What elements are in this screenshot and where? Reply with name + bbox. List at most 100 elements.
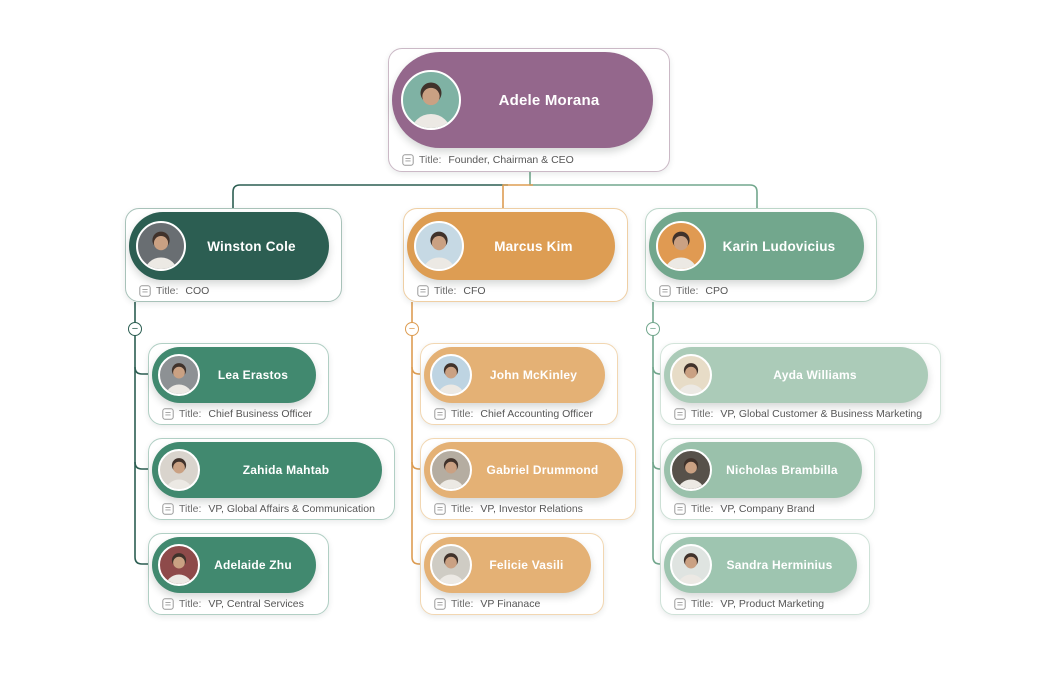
node-header: Adele Morana bbox=[392, 52, 653, 148]
title-value: VP, Central Services bbox=[208, 597, 304, 610]
connector-cfo-child-2 bbox=[411, 461, 420, 470]
title-label: Title: bbox=[691, 502, 714, 515]
connector-cfo-subtree bbox=[411, 302, 420, 565]
avatar bbox=[670, 449, 712, 491]
connector-cpo-subtree bbox=[652, 302, 661, 565]
org-node-ayda-williams[interactable]: Ayda Williams Title: VP, Global Customer… bbox=[660, 343, 941, 425]
avatar bbox=[158, 354, 200, 396]
title-label: Title: bbox=[179, 597, 202, 610]
org-node-sandra-herminius[interactable]: Sandra Herminius Title: VP, Product Mark… bbox=[660, 533, 870, 615]
avatar bbox=[414, 221, 464, 271]
collapse-toggle-cpo[interactable]: − bbox=[646, 322, 660, 336]
org-node-ceo[interactable]: Adele Morana Title: Founder, Chairman & … bbox=[388, 48, 670, 172]
node-footer: Title: VP, Central Services bbox=[149, 593, 328, 614]
org-node-felicie-vasili[interactable]: Felicie Vasili Title: VP Finanace bbox=[420, 533, 604, 615]
node-footer: Title: Founder, Chairman & CEO bbox=[389, 148, 669, 171]
collapse-toggle-coo[interactable]: − bbox=[128, 322, 142, 336]
connector-coo-child-1 bbox=[134, 366, 148, 375]
person-name: Gabriel Drummond bbox=[486, 463, 599, 477]
connector-cpo-child-2 bbox=[652, 461, 661, 470]
connector-root-to-cfo bbox=[502, 184, 533, 208]
org-node-gabriel-drummond[interactable]: Gabriel Drummond Title: VP, Investor Rel… bbox=[420, 438, 636, 520]
person-name: Sandra Herminius bbox=[726, 558, 833, 572]
node-header: Felicie Vasili bbox=[424, 537, 591, 593]
org-node-cfo[interactable]: Marcus Kim Title: CFO bbox=[403, 208, 628, 302]
title-badge-icon bbox=[417, 285, 429, 297]
node-footer: Title: Chief Business Officer bbox=[149, 403, 328, 424]
node-header: Adelaide Zhu bbox=[152, 537, 316, 593]
org-node-cpo[interactable]: Karin Ludovicius Title: CPO bbox=[645, 208, 877, 302]
avatar bbox=[158, 449, 200, 491]
node-footer: Title: CFO bbox=[404, 280, 627, 301]
title-badge-icon bbox=[674, 598, 686, 610]
title-label: Title: bbox=[451, 597, 474, 610]
title-value: Chief Business Officer bbox=[208, 407, 313, 420]
title-label: Title: bbox=[676, 284, 699, 297]
title-label: Title: bbox=[691, 407, 714, 420]
node-footer: Title: COO bbox=[126, 280, 341, 301]
node-footer: Title: VP, Global Affairs & Communicatio… bbox=[149, 498, 394, 519]
person-name: Adelaide Zhu bbox=[214, 558, 292, 572]
node-header: Ayda Williams bbox=[664, 347, 928, 403]
title-value: VP, Product Marketing bbox=[720, 597, 825, 610]
org-node-coo[interactable]: Winston Cole Title: COO bbox=[125, 208, 342, 302]
org-node-nicholas-brambilla[interactable]: Nicholas Brambilla Title: VP, Company Br… bbox=[660, 438, 875, 520]
avatar bbox=[401, 70, 461, 130]
title-value: CFO bbox=[463, 284, 486, 297]
node-footer: Title: VP, Product Marketing bbox=[661, 593, 869, 614]
connector-coo-child-2 bbox=[134, 461, 148, 470]
avatar bbox=[430, 354, 472, 396]
title-label: Title: bbox=[156, 284, 179, 297]
title-badge-icon bbox=[402, 154, 414, 166]
node-footer: Title: Chief Accounting Officer bbox=[421, 403, 617, 424]
title-badge-icon bbox=[162, 503, 174, 515]
title-label: Title: bbox=[434, 284, 457, 297]
avatar bbox=[158, 544, 200, 586]
node-footer: Title: CPO bbox=[646, 280, 876, 301]
person-name: Adele Morana bbox=[498, 91, 600, 109]
org-node-zahida-mahtab[interactable]: Zahida Mahtab Title: VP, Global Affairs … bbox=[148, 438, 395, 520]
org-node-john-mckinley[interactable]: John McKinley Title: Chief Accounting Of… bbox=[420, 343, 618, 425]
avatar bbox=[670, 354, 712, 396]
node-footer: Title: VP, Global Customer & Business Ma… bbox=[661, 403, 940, 424]
node-header: John McKinley bbox=[424, 347, 605, 403]
avatar bbox=[656, 221, 706, 271]
avatar bbox=[430, 544, 472, 586]
node-header: Karin Ludovicius bbox=[649, 212, 864, 280]
person-name: Winston Cole bbox=[207, 238, 296, 254]
connector-root-to-cpo bbox=[529, 172, 758, 208]
title-badge-icon bbox=[434, 503, 446, 515]
connector-coo-subtree bbox=[134, 302, 148, 565]
title-value: VP Finanace bbox=[480, 597, 541, 610]
title-badge-icon bbox=[162, 408, 174, 420]
person-name: Lea Erastos bbox=[217, 368, 289, 382]
avatar bbox=[136, 221, 186, 271]
title-value: VP, Global Customer & Business Marketing bbox=[720, 407, 923, 420]
title-value: Chief Accounting Officer bbox=[480, 407, 593, 420]
org-node-adelaide-zhu[interactable]: Adelaide Zhu Title: VP, Central Services bbox=[148, 533, 329, 615]
person-name: John McKinley bbox=[489, 368, 578, 382]
collapse-toggle-cfo[interactable]: − bbox=[405, 322, 419, 336]
title-label: Title: bbox=[179, 502, 202, 515]
connector-cfo-child-1 bbox=[411, 366, 420, 375]
node-header: Zahida Mahtab bbox=[152, 442, 382, 498]
node-header: Winston Cole bbox=[129, 212, 329, 280]
person-name: Ayda Williams bbox=[773, 368, 857, 382]
title-badge-icon bbox=[139, 285, 151, 297]
person-name: Felicie Vasili bbox=[489, 558, 564, 572]
avatar bbox=[670, 544, 712, 586]
title-label: Title: bbox=[419, 153, 442, 166]
person-name: Zahida Mahtab bbox=[242, 463, 330, 477]
title-label: Title: bbox=[691, 597, 714, 610]
org-node-lea-erastos[interactable]: Lea Erastos Title: Chief Business Office… bbox=[148, 343, 329, 425]
person-name: Marcus Kim bbox=[494, 238, 573, 254]
node-header: Nicholas Brambilla bbox=[664, 442, 862, 498]
title-value: COO bbox=[185, 284, 210, 297]
node-header: Gabriel Drummond bbox=[424, 442, 623, 498]
node-footer: Title: VP, Investor Relations bbox=[421, 498, 635, 519]
title-badge-icon bbox=[162, 598, 174, 610]
title-badge-icon bbox=[674, 503, 686, 515]
avatar bbox=[430, 449, 472, 491]
title-label: Title: bbox=[451, 502, 474, 515]
